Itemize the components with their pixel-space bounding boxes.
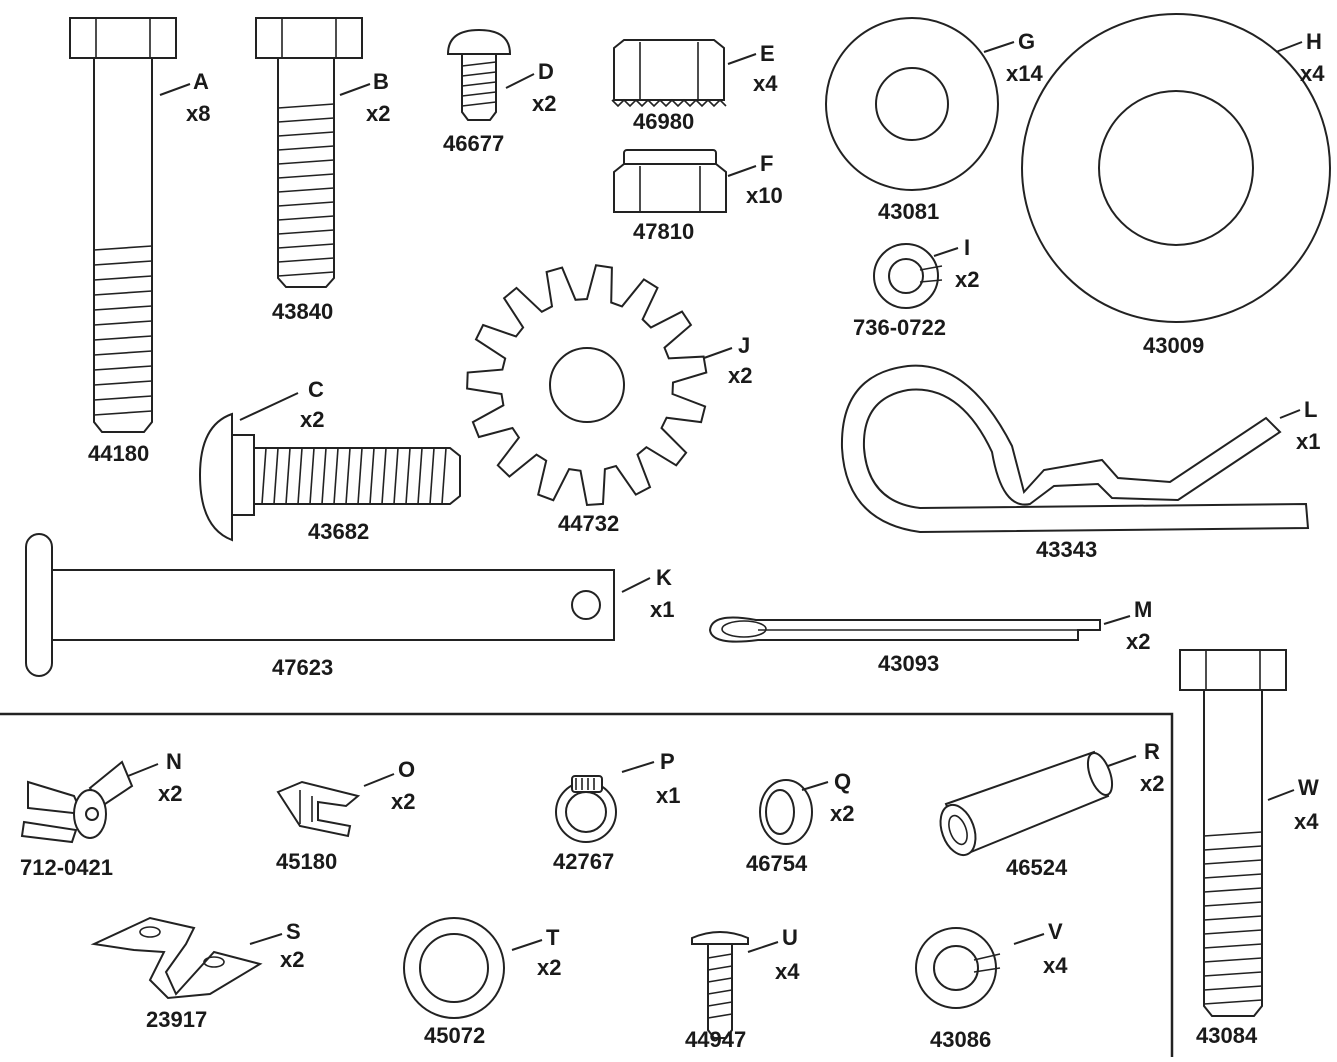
flat-washer-h: [1021, 13, 1331, 323]
callout-r-qty: x2: [1140, 771, 1165, 796]
part-number-l: 43343: [1036, 537, 1098, 562]
callout-p-letter: P: [660, 749, 675, 774]
callout-m-letter: M: [1134, 597, 1153, 622]
hex-bolt-a: [69, 17, 191, 433]
part-number-b: 43840: [272, 299, 334, 324]
part-number-t: 45072: [424, 1023, 486, 1048]
callout-u-letter: U: [782, 925, 798, 950]
callout-k-letter: K: [656, 565, 672, 590]
callout-f-qty: x10: [746, 183, 783, 208]
carriage-bolt-c: [198, 392, 461, 542]
part-number-q: 46754: [746, 851, 808, 876]
part-number-a: 44180: [88, 441, 150, 466]
callout-b-qty: x2: [366, 101, 391, 126]
part-number-m: 43093: [878, 651, 940, 676]
callout-o-letter: O: [398, 757, 416, 782]
callout-n-letter: N: [166, 749, 182, 774]
callout-t-qty: x2: [537, 955, 562, 980]
hex-bolt-b: [255, 17, 371, 288]
callout-t-letter: T: [546, 925, 560, 950]
strap-bracket-s: [90, 916, 283, 1000]
flat-washer-g: [825, 17, 1015, 191]
callout-i-letter: I: [964, 235, 971, 260]
spring-clip-o: [276, 773, 395, 838]
callout-w-letter: W: [1298, 775, 1319, 800]
callout-j-qty: x2: [728, 363, 753, 388]
part-number-n: 712-0421: [20, 855, 113, 880]
screw-d: [446, 28, 535, 121]
part-number-p: 42767: [553, 849, 615, 874]
callout-q-letter: Q: [834, 769, 852, 794]
part-number-s: 23917: [146, 1007, 208, 1032]
ring-nut-t: [403, 917, 543, 1019]
callout-g-qty: x14: [1006, 61, 1043, 86]
callout-i-qty: x2: [955, 267, 980, 292]
part-number-d: 46677: [443, 131, 505, 156]
callout-h-letter: H: [1306, 29, 1322, 54]
part-number-k: 47623: [272, 655, 334, 680]
part-number-c: 43682: [308, 519, 370, 544]
lock-nut-f: [613, 149, 757, 213]
callout-j-letter: J: [738, 333, 751, 358]
part-number-j: 44732: [558, 511, 620, 536]
callout-d-letter: D: [538, 59, 554, 84]
callout-m-qty: x2: [1126, 629, 1151, 654]
callout-g-letter: G: [1018, 29, 1036, 54]
part-number-h: 43009: [1143, 333, 1205, 358]
hose-clamp-p: [555, 761, 655, 843]
callout-a-letter: A: [193, 69, 209, 94]
flange-nut-e: [611, 39, 757, 108]
callout-e-letter: E: [760, 41, 775, 66]
part-number-v: 43086: [930, 1027, 992, 1052]
part-number-w: 43084: [1196, 1023, 1258, 1048]
callout-h-qty: x4: [1300, 61, 1325, 86]
star-washer-j: [466, 264, 733, 507]
callout-s-letter: S: [286, 919, 301, 944]
part-number-i: 736-0722: [853, 315, 946, 340]
clevis-pin-k: [25, 533, 651, 677]
callout-s-qty: x2: [280, 947, 305, 972]
callout-q-qty: x2: [830, 801, 855, 826]
wing-nut-n: [20, 760, 159, 844]
callout-b-letter: B: [373, 69, 389, 94]
callout-c-qty: x2: [300, 407, 325, 432]
callout-d-qty: x2: [532, 91, 557, 116]
callout-w-qty: x4: [1294, 809, 1319, 834]
hairpin-clip-l: [840, 364, 1310, 534]
callout-c-letter: C: [308, 377, 324, 402]
lock-washer-v: [915, 927, 1045, 1009]
callout-o-qty: x2: [391, 789, 416, 814]
part-number-g: 43081: [878, 199, 940, 224]
callout-n-qty: x2: [158, 781, 183, 806]
hex-bolt-w: [1179, 649, 1295, 1017]
callout-k-qty: x1: [650, 597, 675, 622]
callout-l-letter: L: [1304, 397, 1318, 422]
callout-f-letter: F: [760, 151, 774, 176]
spacer-tube-r: [939, 750, 1137, 857]
lock-washer-i: [873, 243, 959, 309]
callout-v-letter: V: [1048, 919, 1063, 944]
cotter-pin-m: [708, 615, 1131, 643]
part-number-e: 46980: [633, 109, 695, 134]
callout-v-qty: x4: [1043, 953, 1068, 978]
spacer-ring-q: [759, 779, 829, 845]
part-number-u: 44947: [685, 1027, 747, 1052]
callout-r-letter: R: [1144, 739, 1160, 764]
callout-u-qty: x4: [775, 959, 800, 984]
small-parts-frame: [0, 712, 1174, 1057]
part-number-o: 45180: [276, 849, 338, 874]
callout-p-qty: x1: [656, 783, 681, 808]
callout-e-qty: x4: [753, 71, 778, 96]
part-number-r: 46524: [1006, 855, 1068, 880]
truss-screw-u: [691, 931, 779, 1039]
part-number-f: 47810: [633, 219, 695, 244]
callout-a-qty: x8: [186, 101, 211, 126]
callout-l-qty: x1: [1296, 429, 1321, 454]
